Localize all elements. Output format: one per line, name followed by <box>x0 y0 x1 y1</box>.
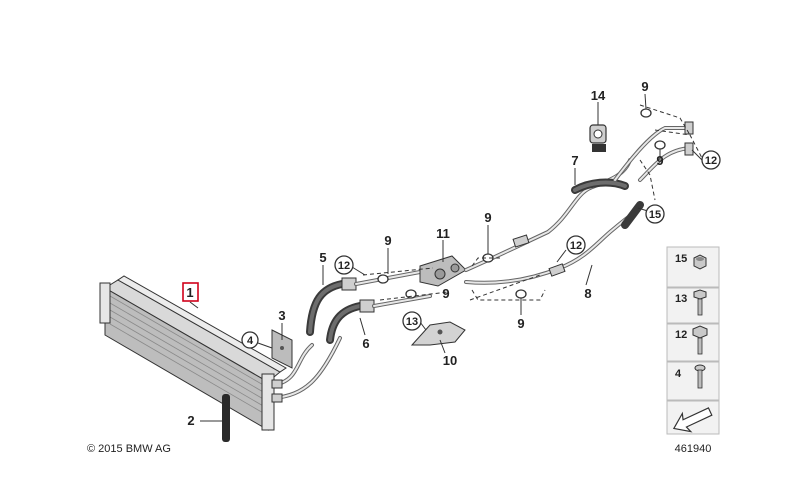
mounting-bracket[interactable] <box>410 321 466 346</box>
callout-1-highlight <box>182 282 199 302</box>
callout-4-circle <box>241 331 259 349</box>
callout-7[interactable]: 7 <box>571 153 578 168</box>
legend-label-13: 13 <box>675 293 687 305</box>
callout-2[interactable]: 2 <box>187 413 194 428</box>
callout-6[interactable]: 6 <box>362 336 369 351</box>
callout-15[interactable]: 15 <box>649 209 661 221</box>
callout-12-b[interactable]: 12 <box>570 240 582 252</box>
callout-1[interactable]: 1 <box>186 285 193 300</box>
diagram-number: 461940 <box>675 443 712 455</box>
callout-9-e[interactable]: 9 <box>641 79 648 94</box>
callout-12-c[interactable]: 12 <box>705 155 717 167</box>
callout-12c-circle <box>701 150 721 170</box>
callout-12a-circle <box>334 255 354 275</box>
thermostat-valve[interactable] <box>419 255 467 287</box>
direction-arrow-icon[interactable] <box>670 402 715 437</box>
callout-11[interactable]: 11 <box>436 226 450 241</box>
callout-5[interactable]: 5 <box>319 250 326 265</box>
legend-label-12: 12 <box>675 329 687 341</box>
pipe-fitting[interactable] <box>589 124 607 152</box>
callout-9-b[interactable]: 9 <box>442 286 449 301</box>
callout-9-f[interactable]: 9 <box>656 153 663 168</box>
bracket[interactable] <box>271 329 293 369</box>
fastener-legend: 15 13 12 4 <box>666 246 720 437</box>
callout-4[interactable]: 4 <box>247 335 254 347</box>
callout-9-a[interactable]: 9 <box>384 233 391 248</box>
callout-13[interactable]: 13 <box>406 316 418 328</box>
rubber-buffer[interactable] <box>222 394 230 442</box>
hex-nut-icon[interactable] <box>693 254 707 270</box>
legend-label-4: 4 <box>675 368 682 380</box>
oil-cooler[interactable] <box>99 275 287 431</box>
callout-10[interactable]: 10 <box>443 353 457 368</box>
callout-3[interactable]: 3 <box>278 308 285 323</box>
flange-bolt-icon[interactable] <box>692 325 708 355</box>
callout-15-circle <box>645 204 665 224</box>
callout-9-d[interactable]: 9 <box>517 316 524 331</box>
callout-9-c[interactable]: 9 <box>484 210 491 225</box>
callout-12b-circle <box>566 235 586 255</box>
legend-label-15: 15 <box>675 253 687 265</box>
copyright-text: © 2015 BMW AG <box>87 443 171 455</box>
callout-12-a[interactable]: 12 <box>338 260 350 272</box>
callout-8[interactable]: 8 <box>584 286 591 301</box>
hex-bolt-icon[interactable] <box>693 289 707 316</box>
hose-end-15[interactable] <box>621 201 644 229</box>
screw-icon[interactable] <box>694 364 706 389</box>
callout-13-circle <box>402 311 422 331</box>
callout-14[interactable]: 14 <box>591 88 606 103</box>
